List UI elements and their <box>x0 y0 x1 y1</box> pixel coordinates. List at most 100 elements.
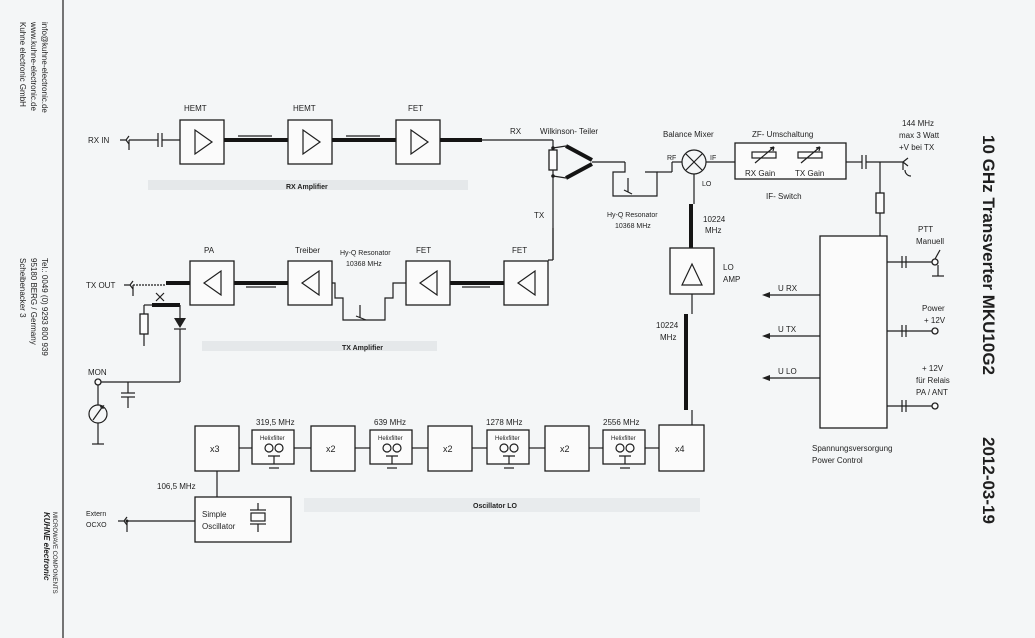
rx-gain-label: RX Gain <box>745 169 775 178</box>
if-port-line2: max 3 Watt <box>899 131 940 140</box>
power-label1: Spannungsversorgung <box>812 444 893 453</box>
mixer-cross-icon <box>685 153 703 171</box>
tx-output-port: TX OUT <box>86 280 186 383</box>
helix-coil-icon <box>382 443 402 464</box>
rx-gain-attenuator-icon <box>751 146 777 164</box>
tx-hyq-resonator: Hy-Q Resonator 10368 MHz <box>332 250 406 321</box>
lo-freq-mid: 10224 <box>656 321 679 330</box>
power-in-label1: Power <box>922 304 945 313</box>
amplifier-triangle-icon <box>410 128 430 156</box>
osc-label1: Simple <box>202 510 227 519</box>
company-tel: Tel.: 0049 (0) 9293 800 939 <box>40 258 49 356</box>
simple-oscillator-block: Simple Oscillator <box>194 496 292 543</box>
if-switch-block: ZF- Umschaltung RX Gain TX Gain IF- Swit… <box>734 130 847 201</box>
company-name: Kuhne electronic GmbH <box>18 22 27 107</box>
tx-pa-block: PA <box>189 246 235 306</box>
power-outputs: U RX U TX U LO <box>762 284 820 381</box>
diagram-title: 10 GHz Transverter MKU10G2 <box>979 135 998 375</box>
u-tx-label: U TX <box>778 325 797 334</box>
mixer-rf: RF <box>667 155 676 162</box>
helix-filter-label-1: Helixfilter <box>260 436 285 442</box>
u-rx-label: U RX <box>778 284 798 293</box>
lo-freq-top-unit: MHz <box>705 226 721 235</box>
if-port-line1: 144 MHz <box>902 119 934 128</box>
if-switch-subtitle: IF- Switch <box>766 192 802 201</box>
tx-resonator-freq: 10368 MHz <box>346 261 382 268</box>
freq-label-1: 319,5 MHz <box>256 418 295 427</box>
tx-out-label: TX OUT <box>86 281 115 290</box>
wilkinson-label: Wilkinson- Teiler <box>540 127 598 136</box>
tx-driver-label: Treiber <box>295 246 320 255</box>
company-city: 95180 BERG / Germany <box>29 258 38 345</box>
helix-coil-icon <box>264 443 284 464</box>
osc-x3-label: x3 <box>210 444 220 454</box>
rx-hemt1-label: HEMT <box>184 104 207 113</box>
freq-label-2: 639 MHz <box>374 418 406 427</box>
rx-amp-band <box>148 180 468 190</box>
freq-label-3: 1278 MHz <box>486 418 522 427</box>
arrow-left-icon <box>762 375 770 381</box>
tx-amp-label: TX Amplifier <box>342 345 383 352</box>
ptt-label2: Manuell <box>916 237 944 246</box>
ext-label1: Extern <box>86 511 106 518</box>
power-input: Power + 12V <box>887 304 946 337</box>
amplifier-left-triangle-icon <box>202 269 222 297</box>
helix-coil-icon <box>499 443 519 464</box>
amplifier-triangle-icon <box>681 262 703 286</box>
mixer-label: Balance Mixer <box>663 130 714 139</box>
lo-freq-mid-unit: MHz <box>660 333 676 342</box>
osc-x2a-block: x2 <box>310 425 356 472</box>
tx-monitor: MON <box>88 368 135 445</box>
osc-x2b-block: x2 <box>427 425 473 472</box>
balance-mixer: Balance Mixer RF IF LO <box>663 130 716 188</box>
tx-resonator-name: Hy-Q Resonator <box>340 250 391 257</box>
osc-x4-label: x4 <box>675 444 685 454</box>
helix-filter-1: 319,5 MHz Helixfilter <box>251 418 295 469</box>
rx-tag: RX <box>510 127 522 136</box>
rx-hyq-resonator: Hy-Q Resonator 10368 MHz <box>607 162 658 230</box>
power-in-label2: + 12V <box>924 316 946 325</box>
company-header: Kuhne electronic GmbH www.kuhne-electron… <box>18 21 49 356</box>
if-switch-title: ZF- Umschaltung <box>752 130 813 139</box>
helix-coil-icon <box>615 443 635 464</box>
logo-subtext: MICROWAVE COMPONENTS <box>51 512 57 594</box>
extern-ocxo-port: Extern OCXO <box>86 511 195 532</box>
tx-fet1-block: FET <box>405 246 451 306</box>
power-label2: Power Control <box>812 456 863 465</box>
company-street: Scheibenacker 3 <box>18 258 27 318</box>
u-lo-label: U LO <box>778 367 797 376</box>
ref-freq-label: 106,5 MHz <box>157 482 196 491</box>
company-email: info@kuhne-electronic.de <box>40 22 49 113</box>
amplifier-left-triangle-icon <box>300 269 320 297</box>
ptt-input: PTT Manuell <box>887 225 944 277</box>
rx-hemt2-block: HEMT <box>287 104 333 165</box>
company-web: www.kuhne-electronic.de <box>29 21 38 111</box>
if-port: 144 MHz max 3 Watt +V bei TX <box>899 119 940 177</box>
lo-amp-label: LO <box>723 263 734 272</box>
tx-driver-block: Treiber <box>287 246 333 306</box>
helix-filter-4: 2556 MHz Helixfilter <box>602 418 646 469</box>
amplifier-triangle-icon <box>302 128 322 156</box>
relay-input: + 12V für Relais PA / ANT <box>887 364 950 412</box>
helix-filter-3: 1278 MHz Helixfilter <box>486 418 530 469</box>
rx-fet-label: FET <box>408 104 423 113</box>
osc-lo-label: Oscillator LO <box>473 503 518 510</box>
lo-freq-top: 10224 <box>703 215 726 224</box>
tx-pa-label: PA <box>204 246 215 255</box>
tx-tag: TX <box>534 211 545 220</box>
rx-resonator-name: Hy-Q Resonator <box>607 212 658 219</box>
ext-label2: OCXO <box>86 522 107 529</box>
power-control-block: Spannungsversorgung Power Control <box>812 235 893 465</box>
arrow-left-icon <box>762 292 770 298</box>
freq-label-4: 2556 MHz <box>603 418 639 427</box>
mixer-lo: LO <box>702 181 712 188</box>
tx-fet2-block: FET <box>503 246 549 306</box>
rx-amp-label: RX Amplifier <box>286 184 328 191</box>
helix-filter-label-4: Helixfilter <box>611 436 636 442</box>
osc-x2b-label: x2 <box>443 444 453 454</box>
osc-x2c-label: x2 <box>560 444 570 454</box>
detector-diode-icon <box>174 318 186 328</box>
tx-gain-label: TX Gain <box>795 169 824 178</box>
tx-amp-band <box>202 341 437 351</box>
osc-x4-block: x4 <box>658 424 705 472</box>
